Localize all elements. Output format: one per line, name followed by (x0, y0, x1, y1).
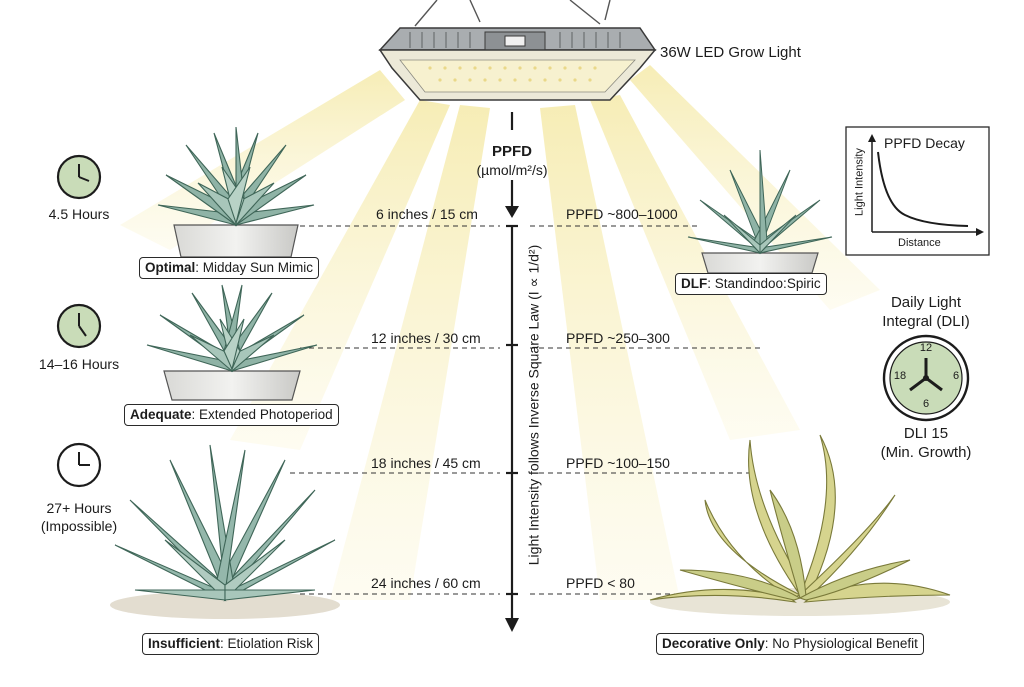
dli-clock-number-top: 12 (919, 342, 933, 354)
dli-clock-number-bottom: 6 (922, 398, 930, 410)
plant-insufficient (110, 444, 340, 619)
distance-label: 18 inches / 45 cm (371, 455, 481, 471)
rating-label-dlf: DLF: Standindoo:Spiric (675, 273, 827, 296)
time-label: 27+ Hours (46, 500, 112, 516)
distance-label: 12 inches / 30 cm (371, 330, 481, 346)
dli-title-line2: Integral (DLI) (882, 313, 970, 330)
light-title: 36W LED Grow Light (660, 44, 801, 61)
rating-label-optimal: Optimal: Midday Sun Mimic (139, 257, 320, 280)
distance-label: 24 inches / 60 cm (371, 575, 481, 591)
dli-clock-number-right: 6 (952, 370, 960, 382)
dli-clock-icon (882, 334, 970, 422)
time-label: 4.5 Hours (48, 206, 110, 222)
time-note: (Impossible) (40, 518, 118, 534)
dli-note: (Min. Growth) (880, 444, 972, 461)
ppfd-unit: (µmol/m²/s) (476, 162, 548, 178)
clock-icon (56, 303, 102, 349)
clock-icon (56, 442, 102, 488)
ppfd-heading: PPFD (491, 143, 532, 160)
led-grow-light (378, 27, 657, 101)
plant-optimal (157, 126, 315, 258)
dli-clock-number-left: 18 (893, 370, 907, 382)
ppfd-value: PPFD ~100–150 (566, 455, 670, 471)
dli-value: DLI 15 (903, 425, 949, 442)
decay-chart-title: PPFD Decay (884, 135, 965, 151)
inverse-square-law-label: Light Intensity follows Inverse Square L… (525, 244, 542, 566)
ppfd-value: PPFD ~250–300 (566, 330, 670, 346)
ppfd-value: PPFD ~800–1000 (566, 206, 678, 222)
plant-decorative (649, 434, 951, 616)
clock-icon (56, 154, 102, 200)
light-beams (120, 65, 880, 600)
hanging-wires (414, 0, 611, 27)
rating-label-decorative: Decorative Only: No Physiological Benefi… (656, 633, 924, 656)
rating-label-insufficient: Insufficient: Etiolation Risk (142, 633, 320, 656)
decay-chart-xlabel: Distance (898, 237, 941, 249)
decay-chart-ylabel: Light Intensity (853, 148, 866, 216)
plant-right-top (687, 149, 833, 274)
ppfd-axis (505, 112, 519, 632)
dli-title-line1: Daily Light (890, 294, 962, 311)
rating-label-adequate: Adequate: Extended Photoperiod (124, 404, 339, 427)
ppfd-decay-chart (845, 126, 990, 256)
ppfd-value: PPFD < 80 (566, 575, 635, 591)
time-label: 14–16 Hours (38, 356, 120, 372)
plant-adequate (146, 284, 318, 401)
distance-label: 6 inches / 15 cm (376, 206, 478, 222)
level-lines (290, 225, 760, 595)
